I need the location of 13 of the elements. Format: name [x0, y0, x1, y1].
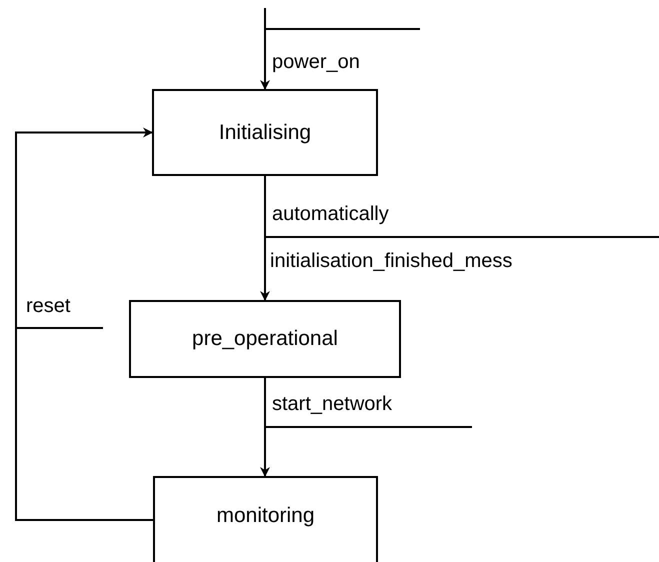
state-name: monitoring	[216, 504, 315, 528]
condition-label: initialisation_finished_mess	[270, 251, 512, 271]
transition-arrow	[260, 8, 270, 90]
edge-label: start_network	[272, 394, 392, 414]
transition-arrow	[15, 128, 153, 521]
state-name: Initialising	[218, 120, 312, 144]
transition-arrow	[260, 176, 270, 301]
transition-arrow	[260, 378, 270, 477]
state-box	[153, 476, 378, 562]
state-box	[152, 89, 378, 176]
state-name: pre_operational	[192, 327, 338, 351]
state-box	[129, 300, 401, 378]
edge-label: automatically	[272, 204, 389, 224]
